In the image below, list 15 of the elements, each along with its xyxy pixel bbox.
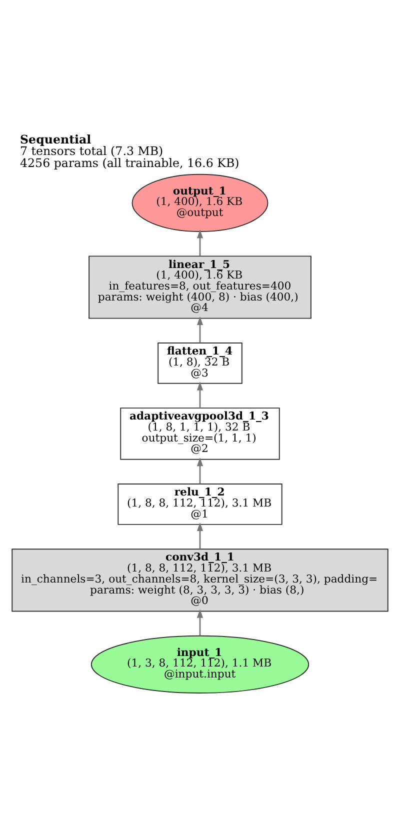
arrow <box>196 522 204 549</box>
label: 4256 params (all trainable, 16.6 KB) <box>20 156 240 170</box>
node-box: flatten_1_4 (1, 8), 32 B @3 <box>158 342 242 384</box>
node-ellipse: input_1 (1, 3, 8, 112, 112), 1.1 MB @input.input <box>90 634 310 694</box>
node-box: adaptiveavgpool3d_1_3 (1, 8, 1, 1, 1), 32 B output_size=(1, 1, 1) @2 <box>120 407 280 460</box>
arrow <box>196 456 204 484</box>
node-ellipse: output_1 (1, 400), 1.6 KB @output <box>132 173 268 232</box>
arrow <box>196 229 204 256</box>
arrow <box>196 316 204 342</box>
node-box: linear_1_5 (1, 400), 1.6 KB in_features=8, out_features=400 params: weight (400, 8) · bias (400,) @4 <box>88 255 312 318</box>
arrow <box>196 608 204 636</box>
node-box: conv3d_1_1 (1, 8, 8, 112, 112), 3.1 MB in_channels=3, out_channels=8, kernel_size=(3, 3, 3), padding= params: weight (8, 3, 3, 3, 3) · bias (8,) @0 <box>12 548 388 612</box>
diagram-title: Sequential <box>20 132 92 146</box>
arrow <box>196 381 204 408</box>
node-box: relu_1_2 (1, 8, 8, 112, 112), 3.1 MB @1 <box>118 483 282 524</box>
